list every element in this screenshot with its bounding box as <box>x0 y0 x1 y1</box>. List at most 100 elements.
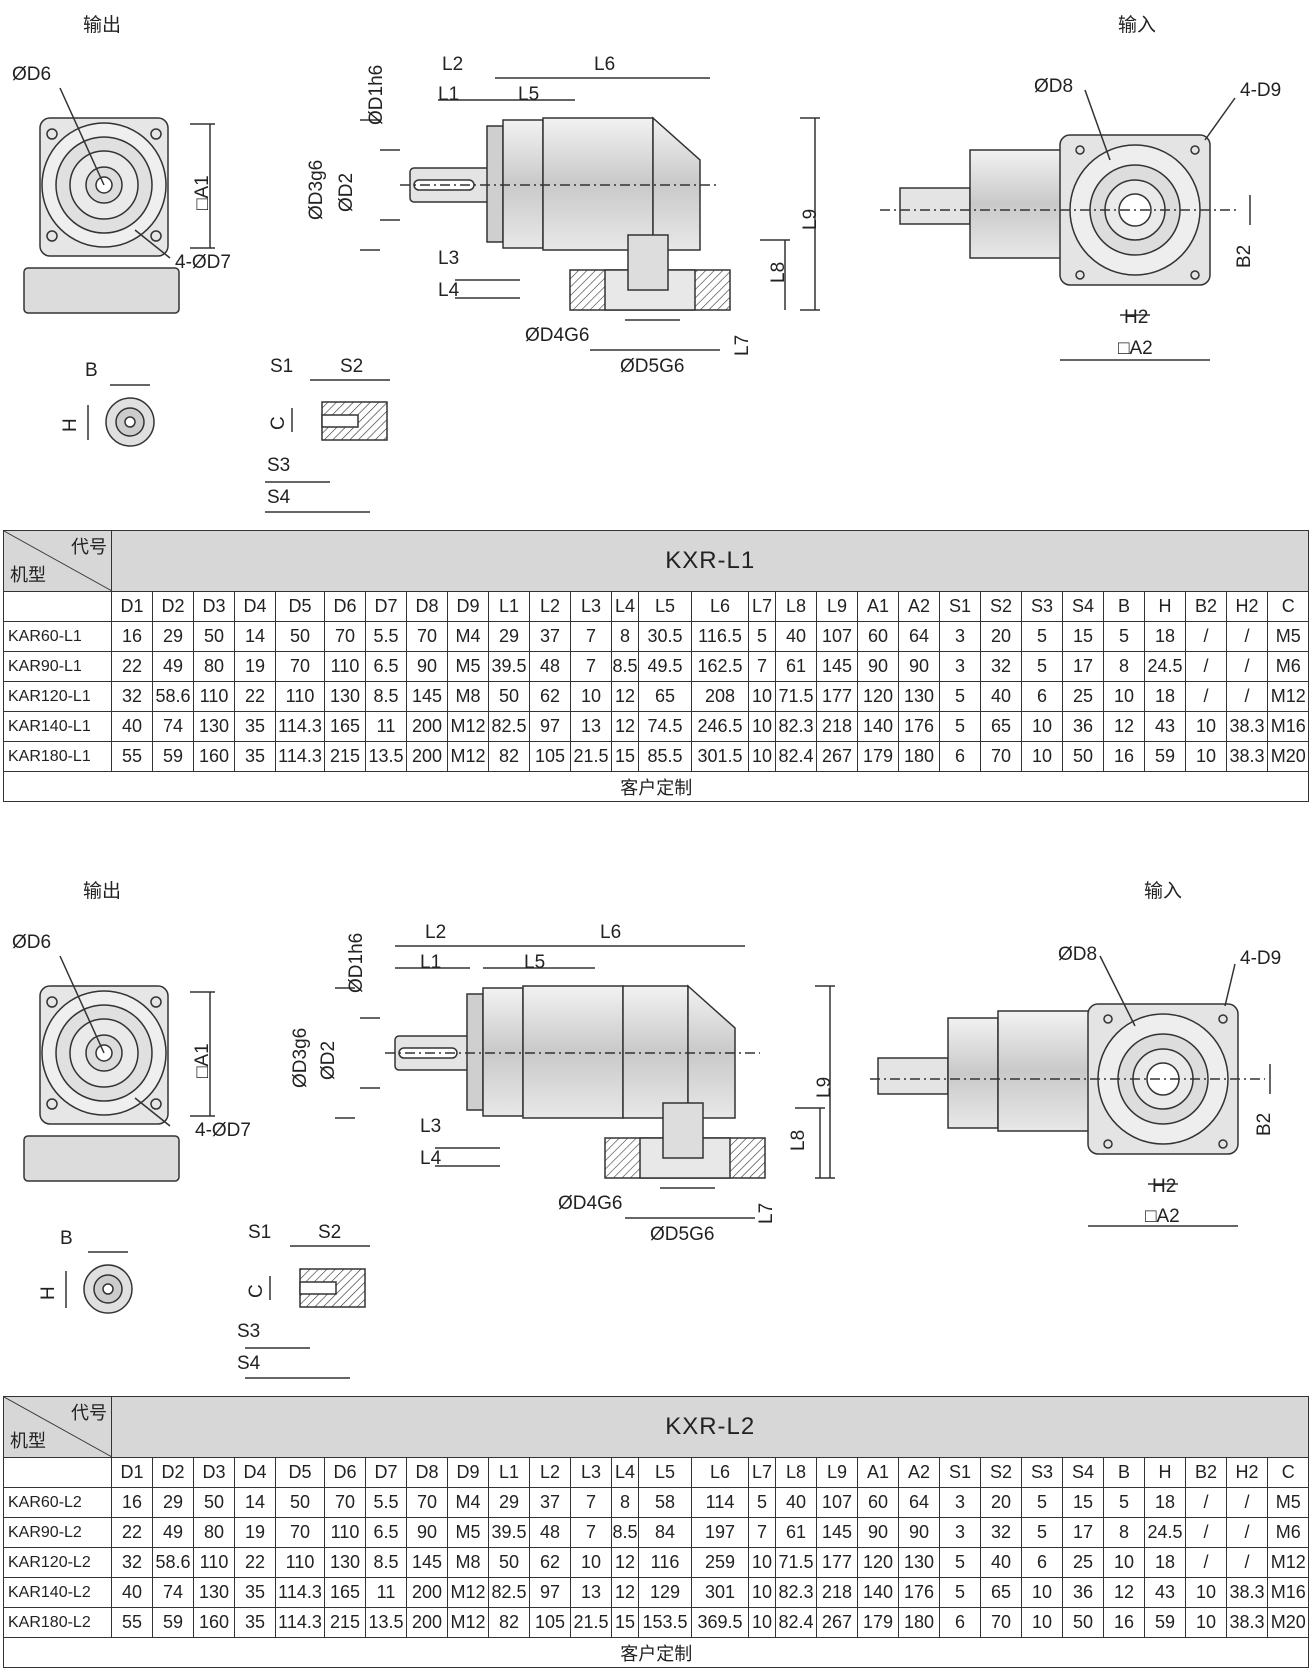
dim-L8: L8 <box>788 1129 809 1151</box>
col-header: L1 <box>488 591 530 622</box>
value-cell: / <box>1226 1547 1268 1578</box>
value-cell: 145 <box>816 651 858 682</box>
value-cell: M12 <box>1266 681 1309 712</box>
dim-D7: 4-ØD7 <box>175 252 231 273</box>
value-cell: 80 <box>193 651 235 682</box>
value-cell: 15 <box>611 1607 639 1638</box>
model-cell: KAR90-L2 <box>3 1517 112 1548</box>
value-cell: 16 <box>1103 741 1145 772</box>
col-header: A2 <box>898 591 940 622</box>
model-cell: KAR140-L2 <box>3 1577 112 1608</box>
value-cell: 38.3 <box>1226 1577 1268 1608</box>
dim-D9: 4-D9 <box>1240 948 1282 969</box>
col-header: A1 <box>857 591 899 622</box>
value-cell: 82.4 <box>775 1607 817 1638</box>
value-cell: 180 <box>898 1607 940 1638</box>
value-cell: 90 <box>898 651 940 682</box>
value-cell: 61 <box>775 1517 817 1548</box>
value-cell: 200 <box>406 1607 448 1638</box>
dim-B2: B2 <box>1234 244 1255 268</box>
col-header: L6 <box>691 591 749 622</box>
value-cell: 82.4 <box>775 741 817 772</box>
corner-code: 代号 <box>71 1403 107 1423</box>
dim-S4: S4 <box>267 487 291 508</box>
value-cell: 40 <box>111 1577 153 1608</box>
value-cell: 120 <box>857 1547 899 1578</box>
dim-S3: S3 <box>267 455 291 476</box>
value-cell: 5 <box>1021 621 1063 652</box>
dim-L2: L2 <box>425 922 447 943</box>
value-cell: 40 <box>775 621 817 652</box>
value-cell: 50 <box>1062 741 1104 772</box>
value-cell: 58 <box>638 1487 692 1518</box>
value-cell: 215 <box>324 741 366 772</box>
value-cell: / <box>1226 1517 1268 1548</box>
value-cell: 200 <box>406 711 448 742</box>
value-cell: 259 <box>691 1547 749 1578</box>
value-cell: 80 <box>193 1517 235 1548</box>
value-cell: 29 <box>152 1487 194 1518</box>
value-cell: 7 <box>570 621 612 652</box>
corner-model: 机型 <box>10 565 46 585</box>
value-cell: 6.5 <box>365 1517 407 1548</box>
value-cell: 10 <box>1185 711 1227 742</box>
header-row: D1 D2 D3 D4 D5 D6 D7 D8 D9 L1 L2 L3 L4 L… <box>3 1457 1309 1488</box>
value-cell: 197 <box>691 1517 749 1548</box>
dim-D1: ØD1h6 <box>346 932 367 993</box>
col-header: L2 <box>529 591 571 622</box>
value-cell: 369.5 <box>691 1607 749 1638</box>
col-header: L9 <box>816 1457 858 1488</box>
dim-L8: L8 <box>768 261 789 283</box>
col-header: H <box>1144 1457 1186 1488</box>
value-cell: 22 <box>111 651 153 682</box>
dim-L6: L6 <box>600 922 622 943</box>
value-cell: 70 <box>324 621 366 652</box>
value-cell: 40 <box>111 711 153 742</box>
value-cell: / <box>1226 621 1268 652</box>
dim-D5: ØD5G6 <box>650 1224 715 1245</box>
col-header: S4 <box>1062 1457 1104 1488</box>
value-cell: 11 <box>365 1577 407 1608</box>
dim-L9: L9 <box>814 1076 835 1098</box>
dim-D4: ØD4G6 <box>525 325 590 346</box>
value-cell: 29 <box>488 1487 530 1518</box>
model-cell: KAR90-L1 <box>3 651 112 682</box>
value-cell: 5 <box>939 711 981 742</box>
value-cell: 8 <box>1103 651 1145 682</box>
dim-D4: ØD4G6 <box>558 1193 623 1214</box>
dim-D1: ØD1h6 <box>366 64 387 125</box>
value-cell: M4 <box>447 1487 489 1518</box>
value-cell: 10 <box>570 681 612 712</box>
section-1: 输出 输入 <box>0 0 1309 810</box>
value-cell: 3 <box>939 621 981 652</box>
input-end-view <box>870 955 1271 1227</box>
value-cell: 11 <box>365 711 407 742</box>
value-cell: M16 <box>1266 1577 1309 1608</box>
dim-D8: ØD8 <box>1058 944 1098 965</box>
value-cell: 5 <box>939 1547 981 1578</box>
value-cell: 130 <box>324 1547 366 1578</box>
value-cell: 10 <box>1103 1547 1145 1578</box>
col-header: L6 <box>691 1457 749 1488</box>
value-cell: 13.5 <box>365 1607 407 1638</box>
value-cell: 5 <box>939 1577 981 1608</box>
value-cell: 60 <box>857 621 899 652</box>
col-header: A1 <box>857 1457 899 1488</box>
value-cell: 208 <box>691 681 749 712</box>
output-front-view <box>23 955 215 1182</box>
value-cell: 90 <box>406 651 448 682</box>
value-cell: 37 <box>529 621 571 652</box>
side-view <box>360 77 820 351</box>
col-header: L3 <box>570 591 612 622</box>
section-2: 输出 输入 <box>0 866 1309 1671</box>
value-cell: 7 <box>748 651 776 682</box>
value-cell: 177 <box>816 681 858 712</box>
dim-D3: ØD3g6 <box>290 1027 311 1088</box>
model-cell: KAR120-L1 <box>3 681 112 712</box>
value-cell: 114 <box>691 1487 749 1518</box>
value-cell: 97 <box>529 1577 571 1608</box>
value-cell: / <box>1185 651 1227 682</box>
value-cell: 82.5 <box>488 1577 530 1608</box>
